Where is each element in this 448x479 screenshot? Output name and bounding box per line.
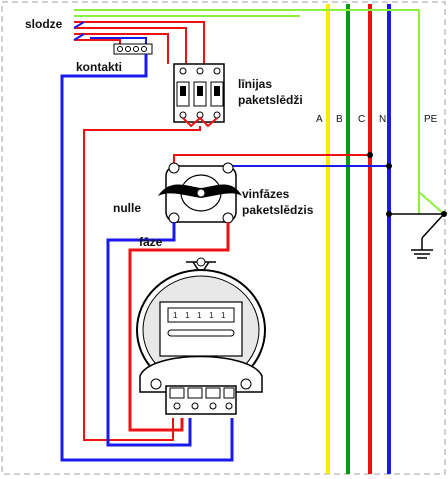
label-neutral: nulle: [113, 201, 141, 215]
bus-label-pe: PE: [424, 114, 438, 125]
label-contacts: kontakti: [76, 60, 122, 74]
label-input-switch-2: paketslēdzis: [242, 203, 314, 217]
bus-label-c: C: [358, 114, 365, 125]
meter-digit: 1: [197, 311, 202, 320]
neutral-wire: [106, 222, 192, 447]
meter-digit: 1: [221, 311, 226, 320]
energy-meter: [136, 257, 266, 415]
ground-symbol: [411, 249, 433, 259]
label-phase: fāze: [139, 235, 163, 249]
label-line-breakers-2: paketslēdži: [238, 93, 303, 107]
meter-display: 1 1 1 1 1: [173, 311, 226, 320]
meter-digit: 1: [185, 311, 190, 320]
label-line-breakers-1: līnijas: [238, 77, 272, 91]
breaker-feed-wire: [83, 116, 218, 441]
bus-label-n: N: [379, 114, 386, 125]
input-switch: [158, 152, 392, 224]
meter-digit: 1: [173, 311, 178, 320]
label-load: slodze: [25, 17, 63, 31]
bus-label-b: B: [336, 114, 343, 125]
bus-bars: [326, 4, 420, 474]
contact-strip: [113, 43, 153, 55]
neutral-return-wire: [60, 54, 234, 462]
load-wires: [73, 21, 205, 64]
meter-digit: 1: [209, 311, 214, 320]
bus-label-a: A: [316, 114, 323, 125]
line-breakers: [173, 63, 225, 123]
earth-wiring: [74, 9, 447, 250]
label-input-switch-1: vinfāzes: [242, 187, 290, 201]
phase-wire: [128, 222, 230, 432]
